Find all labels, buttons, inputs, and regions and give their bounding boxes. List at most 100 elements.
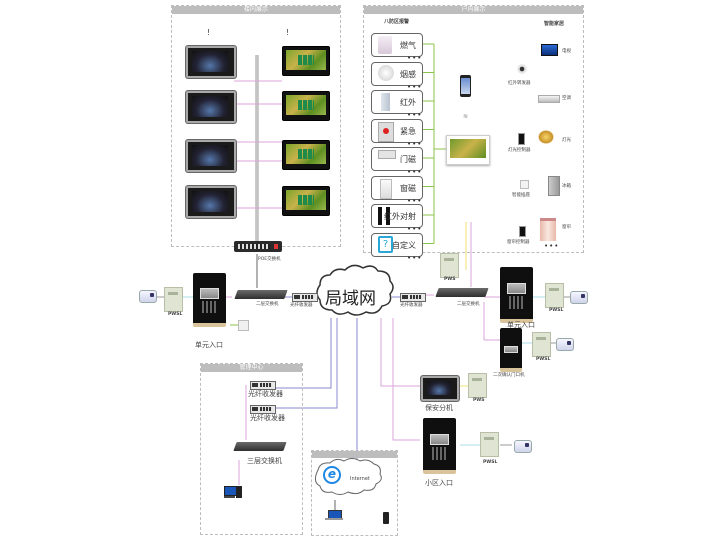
ellipsis: ••• bbox=[407, 139, 423, 148]
smart-home-label: 窗帘 bbox=[562, 225, 571, 230]
ellipsis: ••• bbox=[407, 253, 423, 262]
sensor-label: 红外 bbox=[400, 98, 416, 107]
light-controller-icon bbox=[518, 133, 525, 145]
indoor-monitor-dark[interactable] bbox=[186, 46, 236, 78]
power-supply bbox=[468, 373, 487, 398]
ellipsis: ••• bbox=[544, 242, 560, 250]
guard-unit-label: 保安分机 bbox=[425, 404, 453, 412]
power-supply bbox=[440, 253, 459, 278]
layer2-switch-right[interactable] bbox=[435, 288, 489, 297]
door-magnet-icon bbox=[378, 150, 396, 159]
sensor-smoke[interactable]: 烟感 bbox=[371, 61, 423, 86]
sensor-gas[interactable]: 燃气 bbox=[371, 33, 423, 57]
community-door-station[interactable] bbox=[423, 418, 456, 474]
psu-label: PWS bbox=[444, 277, 456, 282]
sensor-question-mark[interactable]: ?自定义 bbox=[371, 232, 423, 257]
internet-explorer-icon: e bbox=[323, 466, 341, 484]
internet-panel bbox=[311, 450, 398, 536]
sensor-infrared[interactable]: 红外 bbox=[371, 90, 423, 114]
unit-door-station[interactable] bbox=[500, 267, 533, 323]
ellipsis: ••• bbox=[407, 54, 423, 62]
electric-lock-icon bbox=[570, 291, 588, 304]
air-conditioner-icon bbox=[538, 95, 560, 103]
switch-label: 二层交换机 bbox=[457, 302, 480, 307]
poe-switch-label: POE交换机 bbox=[258, 257, 281, 262]
question-mark-icon: ? bbox=[378, 235, 393, 253]
indoor-monitor-dark[interactable] bbox=[186, 186, 236, 218]
sensor-label: 自定义 bbox=[392, 240, 416, 250]
smart-home-label: 灯光控制器 bbox=[508, 148, 531, 153]
sensor-door-magnet[interactable]: 门磁 bbox=[371, 147, 423, 171]
fiber-label: 光纤收发器 bbox=[400, 303, 423, 308]
electric-lock-icon bbox=[139, 290, 157, 303]
smart-home-label: 电视 bbox=[562, 49, 571, 54]
security-title: 八防区报警 bbox=[384, 19, 410, 25]
window-magnet-icon bbox=[380, 178, 392, 199]
smart-home-title: 智能家居 bbox=[544, 21, 565, 27]
layer3-switch[interactable] bbox=[233, 442, 287, 451]
marker-left: ! bbox=[207, 28, 211, 37]
smartphone-icon bbox=[460, 75, 471, 97]
sensor-infrared-beam[interactable]: 红外对射 bbox=[371, 204, 423, 228]
building-panel-title: 楼内展示 bbox=[172, 6, 340, 14]
psu-label: PWSL bbox=[549, 308, 564, 313]
guard-unit[interactable] bbox=[421, 376, 459, 401]
internet-panel-title bbox=[312, 451, 397, 458]
indoor-panel: 户内展示 八防区报警 智能家居 bbox=[363, 5, 584, 253]
smart-home-label: 冰箱 bbox=[562, 184, 571, 189]
secondary-door-label: 二次确认门口机 bbox=[493, 373, 525, 378]
sensor-label: 燃气 bbox=[400, 41, 416, 50]
smart-home-label: 空调 bbox=[562, 96, 571, 101]
sensor-label: 烟感 bbox=[400, 69, 416, 79]
curtain-controller-icon bbox=[519, 226, 526, 237]
electric-lock-icon bbox=[556, 338, 574, 351]
exit-button-icon bbox=[238, 320, 249, 331]
smoke-detector-icon bbox=[378, 64, 394, 81]
indoor-monitor-green[interactable] bbox=[282, 140, 330, 170]
community-entrance-label: 小区入口 bbox=[425, 479, 453, 487]
sensor-emergency[interactable]: 紧急 bbox=[371, 118, 423, 143]
indoor-panel-title: 户内展示 bbox=[364, 6, 583, 14]
indoor-monitor-green[interactable] bbox=[282, 186, 330, 216]
fiber-transceiver-right[interactable] bbox=[400, 293, 426, 302]
fiber-transceiver-mgmt-1[interactable] bbox=[250, 381, 276, 390]
management-panel: 管理中心 bbox=[200, 363, 303, 535]
psu-label: PWSL bbox=[536, 357, 551, 362]
sensor-bus bbox=[422, 43, 446, 244]
lan-cloud bbox=[316, 264, 394, 316]
secondary-door-station[interactable] bbox=[500, 328, 522, 372]
infrared-detector-icon bbox=[381, 93, 390, 111]
ellipsis: ••• bbox=[407, 225, 423, 233]
laptop-base bbox=[325, 518, 343, 520]
curtain-icon bbox=[540, 218, 556, 241]
sensor-label: 门磁 bbox=[400, 155, 416, 164]
indoor-monitor-green[interactable] bbox=[282, 91, 330, 121]
indoor-monitor-dark[interactable] bbox=[186, 91, 236, 123]
switch-label: 三层交换机 bbox=[247, 457, 282, 465]
unit-entrance-label: 单元入口 bbox=[507, 321, 535, 329]
unit-door-station[interactable] bbox=[193, 273, 226, 327]
sensor-window-magnet[interactable]: 窗磁 bbox=[371, 175, 423, 200]
poe-switch[interactable] bbox=[234, 241, 282, 252]
ellipsis: ••• bbox=[407, 196, 423, 205]
ellipsis: ••• bbox=[407, 111, 423, 119]
internet-label: Internet bbox=[350, 476, 370, 482]
indoor-monitor-dark[interactable] bbox=[186, 140, 236, 172]
indoor-central-monitor[interactable] bbox=[446, 135, 490, 165]
layer2-switch-left[interactable] bbox=[234, 290, 288, 299]
fiber-label: 光纤收发器 bbox=[248, 390, 283, 398]
smart-socket-icon bbox=[520, 180, 529, 189]
smart-home-label: 智能插座 bbox=[512, 193, 530, 198]
wifi-icon: ≋ bbox=[463, 113, 469, 120]
fiber-transceiver-mgmt-2[interactable] bbox=[250, 405, 276, 414]
lan-label: 局域网 bbox=[325, 289, 376, 309]
infrared-beam-icon bbox=[378, 207, 390, 225]
unit-entrance-label: 单元入口 bbox=[195, 341, 223, 349]
marker-right: ! bbox=[286, 28, 290, 37]
power-supply bbox=[164, 287, 183, 312]
sensor-label: 窗磁 bbox=[400, 183, 416, 193]
lan-downlinks bbox=[253, 318, 420, 466]
indoor-monitor-green[interactable] bbox=[282, 46, 330, 76]
fiber-transceiver-left[interactable] bbox=[292, 293, 318, 302]
computer-icon bbox=[224, 486, 242, 500]
